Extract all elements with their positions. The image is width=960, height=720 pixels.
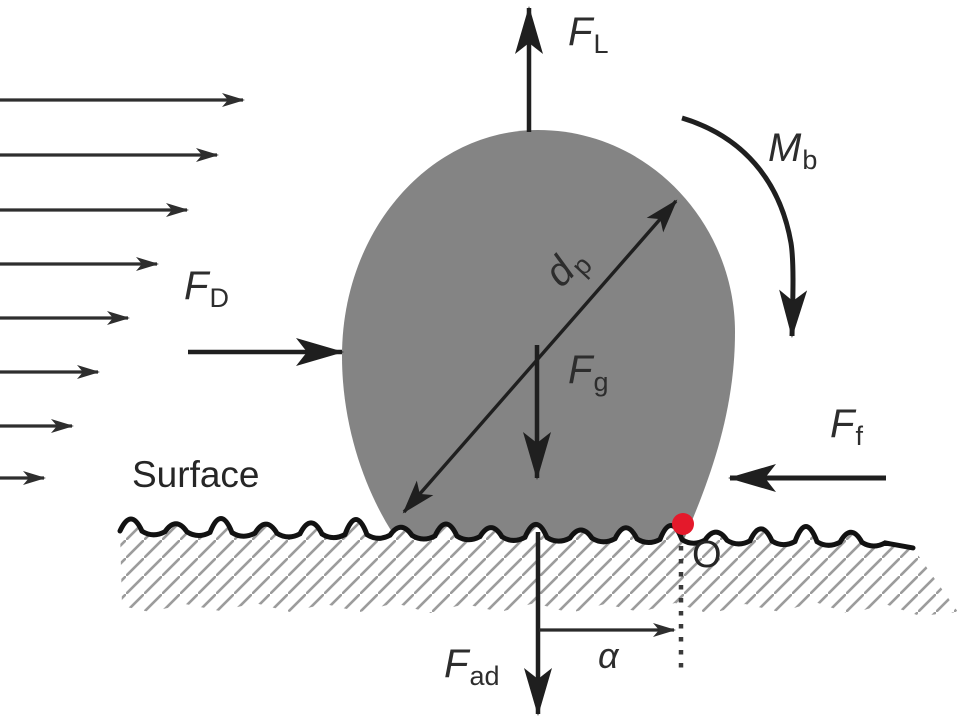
- adhesion-label: Fad: [444, 642, 500, 691]
- surface-label: Surface: [132, 454, 260, 495]
- lift-label: FL: [568, 10, 609, 59]
- particle-sphere: [342, 130, 735, 544]
- gravity-label: Fg: [568, 348, 609, 397]
- drag-label: FD: [184, 264, 229, 313]
- diameter-arrow: [402, 199, 678, 514]
- contact-point-dot: [672, 513, 694, 535]
- contact-point-label: O: [692, 534, 722, 576]
- moment-label: Mb: [768, 126, 818, 175]
- friction-label: Ff: [830, 402, 863, 451]
- flow-velocity-profile: [0, 93, 245, 485]
- alpha-label: α: [598, 635, 619, 676]
- surface-profile-line: [117, 516, 916, 551]
- moment-arrow: [681, 115, 808, 338]
